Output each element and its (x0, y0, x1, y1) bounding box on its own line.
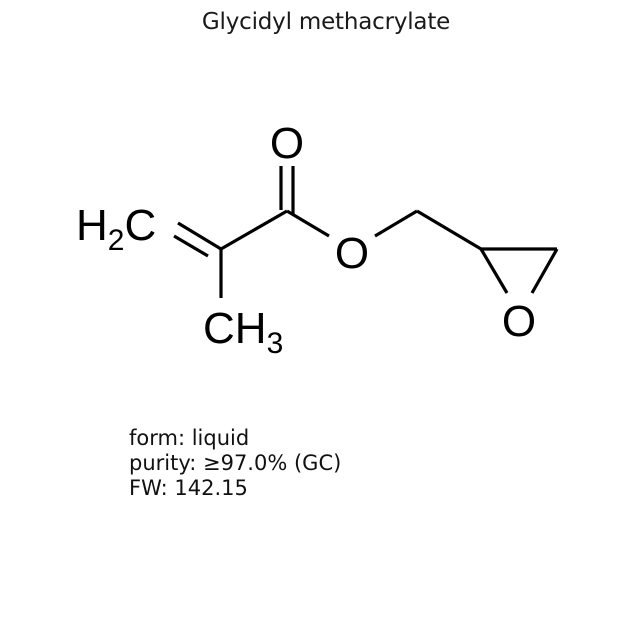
bonds (173, 166, 559, 298)
bond-alpha-carbonyl (220, 209, 288, 251)
bond-ester-o-ch2 (374, 209, 418, 238)
double-bond-cc-inner (173, 234, 209, 258)
bond-carbonyl-ester-o (286, 209, 330, 238)
property-form: form: liquid (129, 426, 250, 450)
compound-title: Glycidyl methacrylate (201, 9, 451, 35)
atom-label-ch3: CH3 (203, 304, 283, 360)
atom-label-carbonyl-oxygen: O (270, 119, 304, 168)
atom-label-epoxide-oxygen: O (502, 297, 536, 346)
atom-label-h2c: H2C (76, 201, 156, 257)
atom-label-ester-oxygen: O (335, 229, 369, 278)
properties-block: form: liquid purity: ≥97.0% (GC) FW: 142… (129, 426, 341, 501)
bond-ch2-epoxide (416, 209, 482, 251)
property-purity: purity: ≥97.0% (GC) (129, 451, 342, 475)
property-formula-weight: FW: 142.15 (129, 476, 248, 500)
bond-epoxide-c2-o (530, 248, 559, 294)
double-bond-cc-outer (177, 221, 222, 251)
bond-epoxide-c1-o (479, 248, 509, 294)
